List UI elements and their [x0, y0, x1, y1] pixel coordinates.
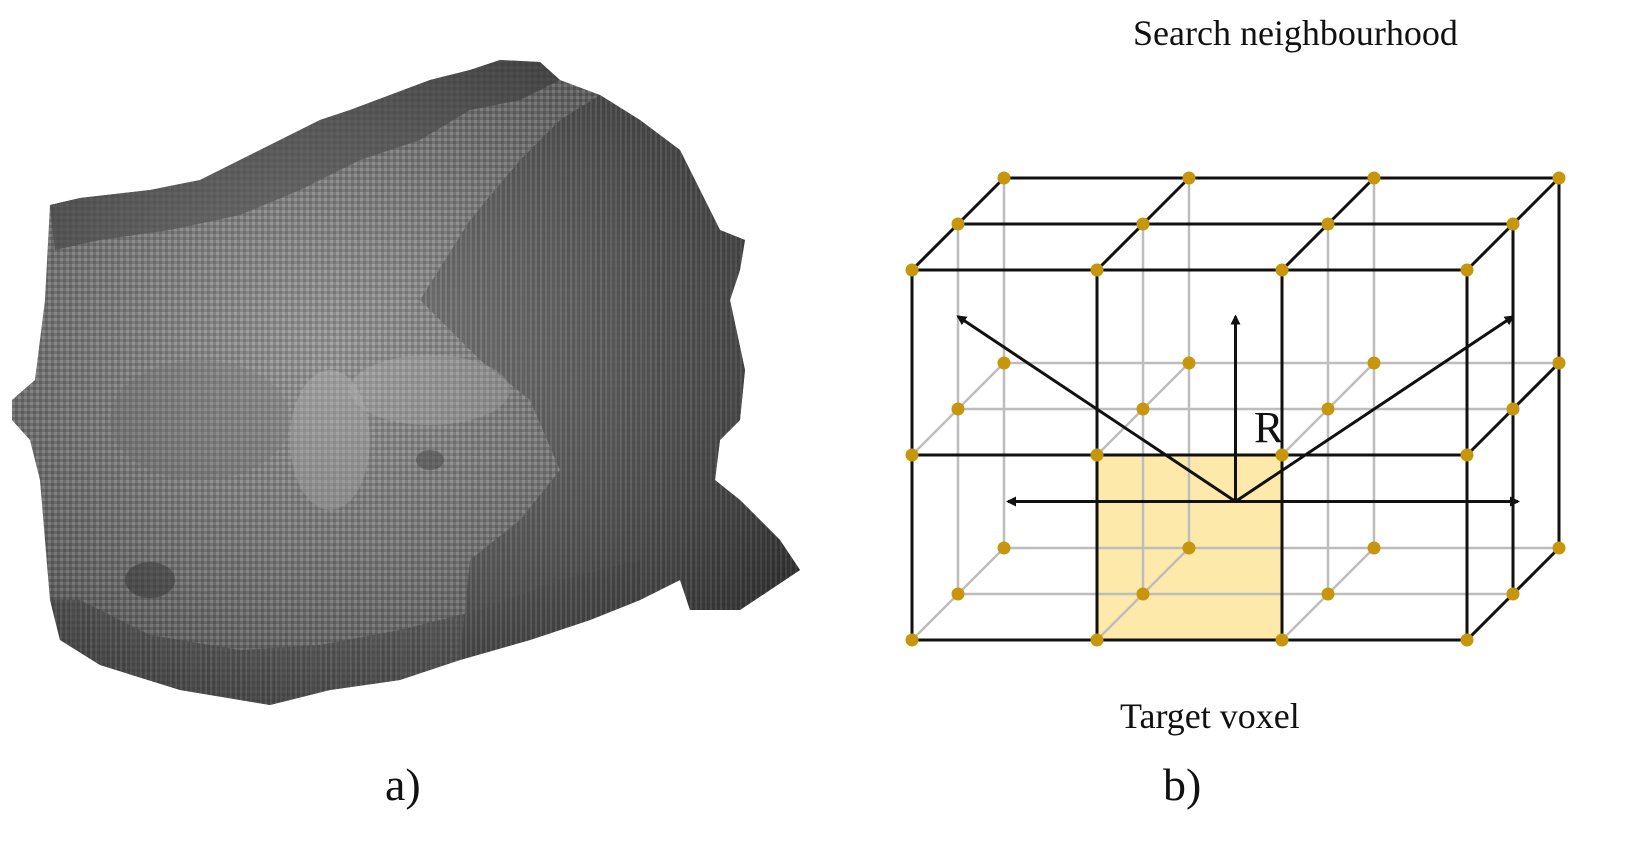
grid-node: [1552, 356, 1566, 370]
grid-node: [1460, 633, 1474, 647]
grid-node: [1460, 448, 1474, 462]
grid-node: [1367, 356, 1381, 370]
grid-node: [997, 541, 1011, 555]
search-radius-arrows: [956, 314, 1520, 507]
grid-node: [1182, 356, 1196, 370]
hidden-edge: [957, 362, 1005, 410]
grid-node: [1275, 263, 1289, 277]
voxel-rock-image: [12, 60, 800, 705]
grid-node: [1275, 448, 1289, 462]
front-edge: [1141, 176, 1191, 226]
front-edge: [1511, 546, 1561, 596]
panel-a-caption: a): [385, 759, 421, 810]
front-edge: [1465, 592, 1515, 642]
grid-node: [1136, 217, 1150, 231]
grid-node: [951, 217, 965, 231]
grid-node: [905, 263, 919, 277]
grid-node: [1321, 402, 1335, 416]
grid-node: [1275, 633, 1289, 647]
grid-node: [1506, 217, 1520, 231]
grid-node: [1090, 633, 1104, 647]
hidden-edge: [1096, 593, 1144, 641]
grid-node: [1321, 217, 1335, 231]
grid-node: [951, 402, 965, 416]
hidden-edge: [1327, 362, 1375, 410]
grid-node: [1552, 171, 1566, 185]
hidden-edge: [1281, 593, 1329, 641]
front-edge: [1511, 361, 1561, 411]
grid-node: [1136, 402, 1150, 416]
front-edge: [956, 176, 1006, 226]
hidden-edge: [957, 547, 1005, 595]
visible-grid-edges: [910, 176, 1561, 642]
front-edge: [1326, 176, 1376, 226]
front-edge: [1511, 176, 1561, 226]
front-edge: [1280, 222, 1330, 272]
radius-label: R: [1254, 403, 1284, 452]
target-voxel-label: Target voxel: [1120, 696, 1300, 736]
grid-nodes: [905, 171, 1566, 647]
hidden-edge: [1327, 547, 1375, 595]
grid-node: [1460, 263, 1474, 277]
grid-node: [1552, 541, 1566, 555]
grid-node: [905, 633, 919, 647]
radius-arrow: [956, 315, 1237, 503]
radius-arrow: [1234, 315, 1515, 503]
hidden-edge: [1142, 547, 1190, 595]
grid-node: [1090, 448, 1104, 462]
hidden-edge: [1281, 408, 1329, 456]
diagram-title: Search neighbourhood: [1133, 13, 1458, 53]
grid-node: [1506, 587, 1520, 601]
grid-node: [997, 171, 1011, 185]
grid-node: [1367, 171, 1381, 185]
front-edge: [910, 222, 960, 272]
grid-node: [905, 448, 919, 462]
grid-node: [1090, 263, 1104, 277]
grid-node: [951, 587, 965, 601]
hidden-edge: [1142, 362, 1190, 410]
hidden-edge: [911, 408, 959, 456]
grid-node: [1182, 171, 1196, 185]
grid-node: [1367, 541, 1381, 555]
grid-node: [1506, 402, 1520, 416]
grid-node: [1182, 541, 1196, 555]
grid-node: [1136, 587, 1150, 601]
panel-b-caption: b): [1163, 759, 1202, 810]
hidden-edge: [1096, 408, 1144, 456]
grid-node: [1321, 587, 1335, 601]
front-edge: [1095, 222, 1145, 272]
front-edge: [1465, 222, 1515, 272]
hidden-grid-edges: [911, 178, 1559, 641]
hidden-edge: [911, 593, 959, 641]
front-edge: [1465, 407, 1515, 457]
grid-node: [997, 356, 1011, 370]
